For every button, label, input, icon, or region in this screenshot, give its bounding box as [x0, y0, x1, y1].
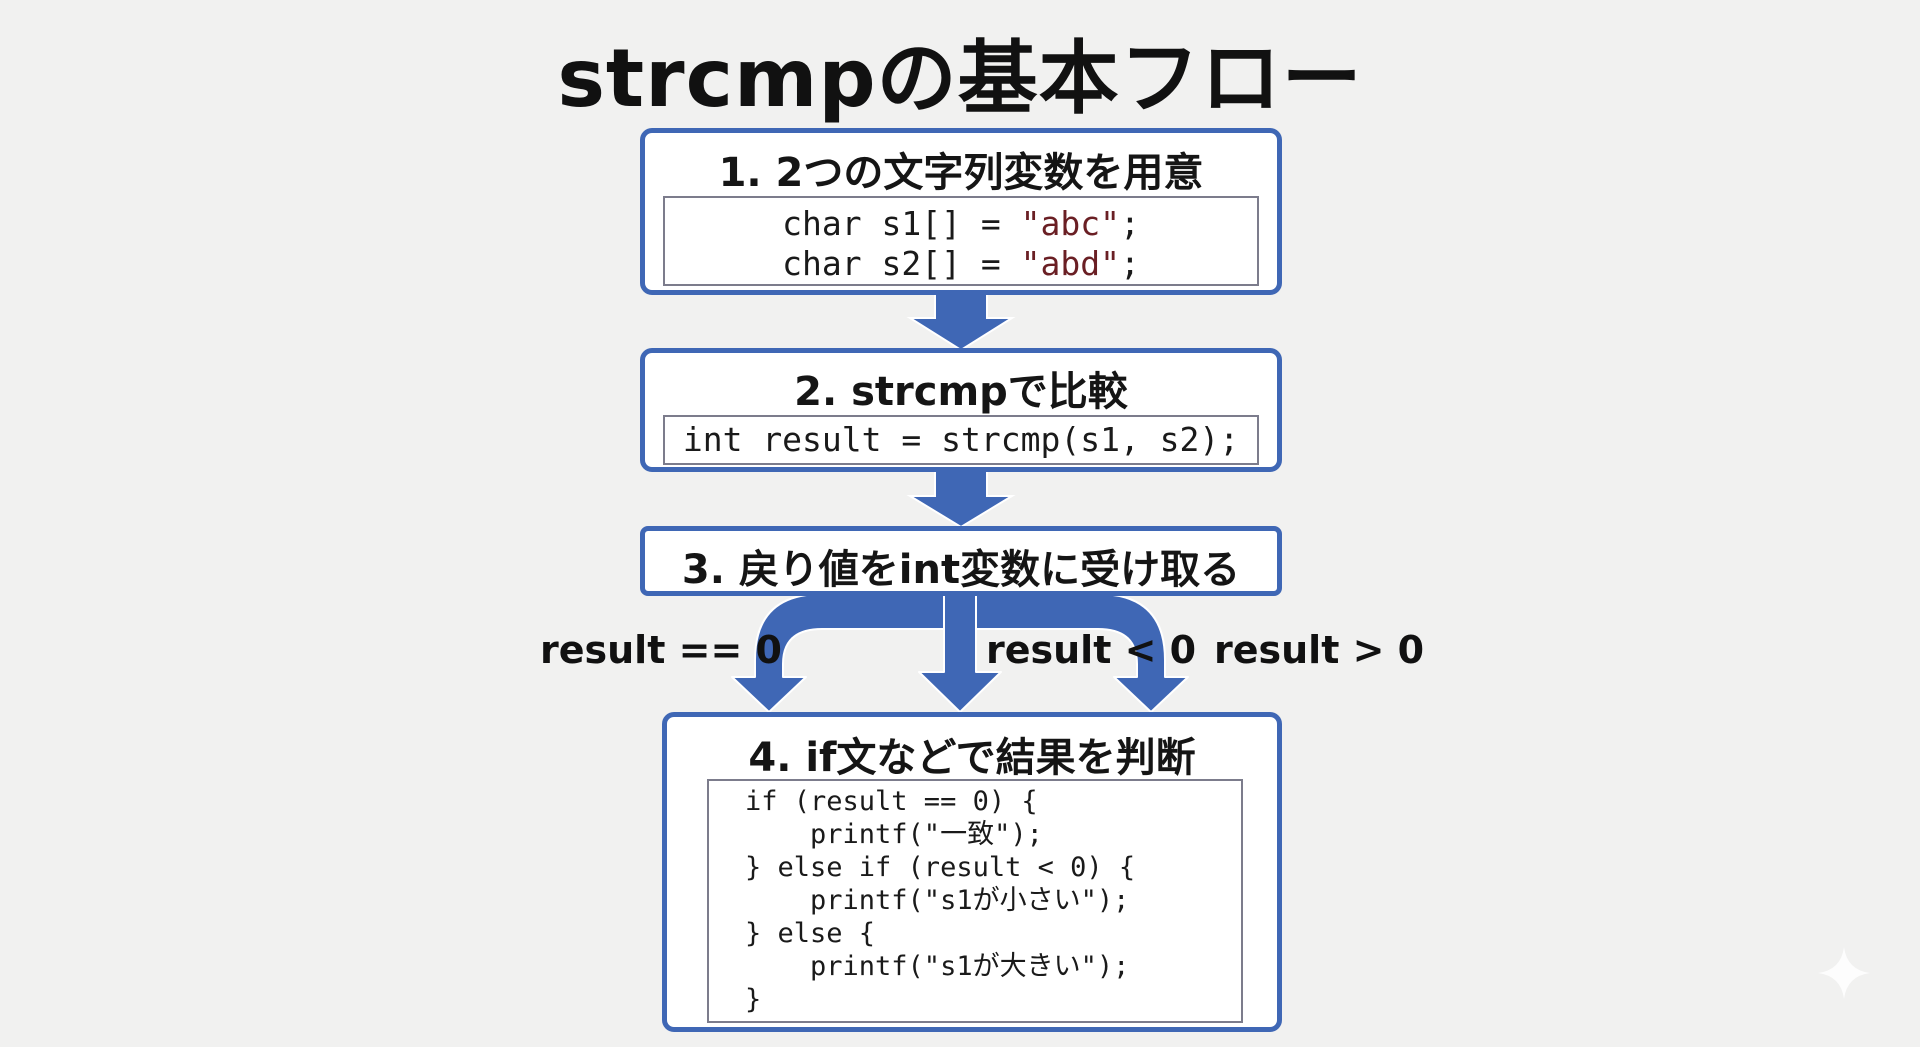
code-line: } — [745, 984, 762, 1015]
code-line: printf("一致"); — [745, 819, 1043, 850]
step-1-code: char s1[] = "abc"; char s2[] = "abd"; — [663, 196, 1259, 286]
step-3-title: 3. 戻り値をint変数に受け取る — [681, 547, 1241, 593]
step-2-code: int result = strcmp(s1, s2); — [663, 415, 1259, 465]
step-4-code: if (result == 0) { printf("一致"); } else … — [707, 779, 1243, 1023]
step-2-box: 2. strcmpで比較 int result = strcmp(s1, s2)… — [640, 348, 1282, 472]
branch-label-greater: result > 0 — [1214, 628, 1425, 672]
code-line: char s2[] = "abd"; — [665, 244, 1257, 284]
diagram-title: strcmpの基本フロー — [557, 32, 1363, 125]
step-4-title: 4. if文などで結果を判断 — [748, 735, 1196, 781]
step-2-title: 2. strcmpで比較 — [794, 369, 1128, 415]
step-3-box: 3. 戻り値をint変数に受け取る — [640, 526, 1282, 596]
branch-label-equal: result == 0 — [540, 628, 782, 672]
code-line: char s1[] = "abc"; — [665, 204, 1257, 244]
string-literal: "abc" — [1020, 204, 1120, 243]
step-4-box: 4. if文などで結果を判断 if (result == 0) { printf… — [662, 712, 1282, 1032]
branch-arrows — [731, 593, 1189, 713]
branch-label-less: result < 0 — [986, 628, 1197, 672]
step-1-box: 1. 2つの文字列変数を用意 char s1[] = "abc"; char s… — [640, 128, 1282, 295]
code-text: char s1[] = — [782, 204, 1021, 243]
step-1-title: 1. 2つの文字列変数を用意 — [718, 150, 1204, 196]
code-text: ; — [1119, 204, 1140, 243]
code-line: int result = strcmp(s1, s2); — [682, 420, 1240, 459]
code-text: char s2[] = — [782, 244, 1021, 283]
code-text: ; — [1119, 244, 1140, 283]
code-line: printf("s1が小さい"); — [745, 885, 1130, 916]
arrow-down-icon — [906, 470, 1016, 529]
sparkle-icon — [1818, 947, 1870, 999]
code-line: printf("s1が大きい"); — [745, 951, 1130, 982]
arrow-down-icon — [906, 291, 1016, 352]
string-literal: "abd" — [1020, 244, 1120, 283]
code-line: if (result == 0) { — [745, 786, 1038, 817]
code-line: } else { — [745, 918, 876, 949]
code-line: } else if (result < 0) { — [745, 852, 1136, 883]
